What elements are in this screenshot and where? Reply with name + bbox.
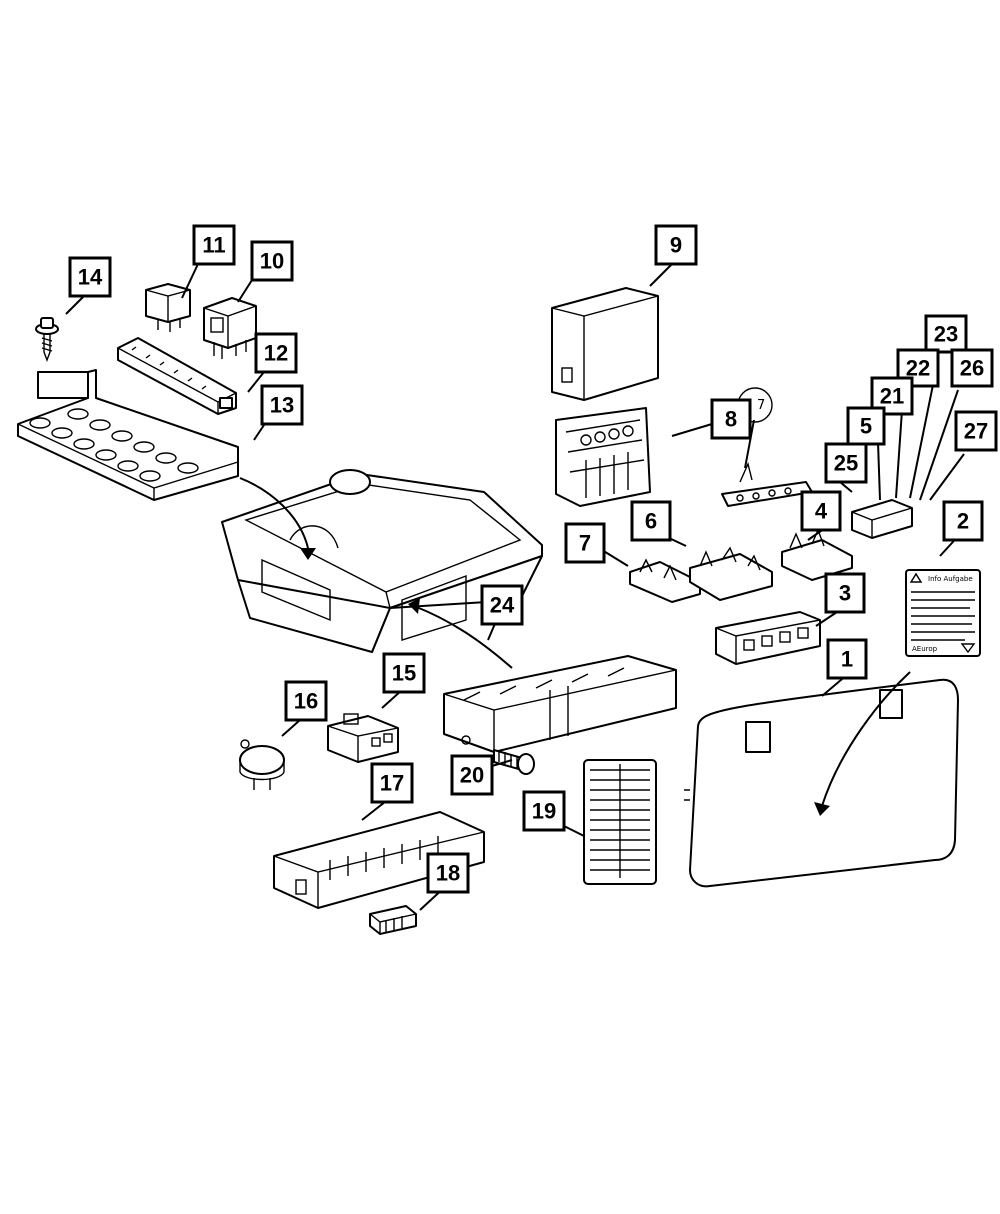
- part-11-relay: [145, 283, 191, 332]
- callout-3: 3: [824, 572, 866, 614]
- callout-22-text: 22: [906, 356, 930, 381]
- part-18-fuse: [369, 905, 417, 935]
- callout-27-text: 27: [964, 419, 988, 444]
- part-15-socket-block: [327, 713, 399, 763]
- callout-9-text: 9: [670, 233, 682, 258]
- part-7-terminal-clip: [629, 558, 701, 603]
- callout-15-text: 15: [392, 661, 416, 686]
- callout-23-text: 23: [934, 322, 958, 347]
- callout-26: 26: [950, 348, 994, 388]
- part-14-screw: [35, 317, 59, 362]
- assembly-arrows: [239, 477, 911, 816]
- part-13-bracket-plate: [17, 369, 239, 501]
- part-2-label-sheet: Info Aufgabe AEurop: [905, 569, 981, 657]
- callout-24: 24: [480, 584, 524, 626]
- callout-13: 13: [260, 384, 304, 426]
- part-8-fuse-carrier: [555, 407, 651, 507]
- part-25-module: [851, 499, 913, 539]
- callout-16-text: 16: [294, 689, 318, 714]
- callout-27: 27: [954, 410, 998, 452]
- label-sheet-footer: AEurop: [912, 645, 938, 653]
- callout-11: 11: [192, 224, 236, 266]
- callout-18: 18: [426, 852, 470, 894]
- callout-5-text: 5: [860, 414, 872, 439]
- callout-20: 20: [450, 754, 494, 796]
- callout-12-text: 12: [264, 341, 288, 366]
- callout-12: 12: [254, 332, 298, 374]
- callout-16: 16: [284, 680, 328, 722]
- callout-5: 5: [846, 406, 886, 446]
- callout-8-text: 8: [725, 407, 737, 432]
- callout-11-text: 11: [202, 233, 225, 258]
- callout-13-text: 13: [270, 393, 294, 418]
- busbar-with-circle: 7: [721, 387, 813, 507]
- callout-18-text: 18: [436, 861, 460, 886]
- callout-4: 4: [800, 490, 842, 532]
- callout-2: 2: [942, 500, 984, 542]
- callout-6-text: 6: [645, 509, 657, 534]
- callout-25-text: 25: [834, 451, 858, 476]
- callout-17: 17: [370, 762, 414, 804]
- circle-label: 7: [757, 398, 765, 413]
- part-1-lid: [684, 678, 959, 888]
- callout-26-text: 26: [960, 356, 984, 381]
- bracket-holes: [29, 408, 199, 482]
- callout-6: 6: [630, 500, 672, 542]
- callout-19-text: 19: [532, 799, 556, 824]
- part-10-relay: [203, 297, 257, 359]
- callout-2-text: 2: [957, 509, 969, 534]
- part-3-connector-block: [715, 611, 821, 665]
- callout-8: 8: [710, 398, 752, 440]
- part-20-screw: [493, 749, 535, 775]
- callout-23: 23: [924, 314, 968, 354]
- part-16-socket: [239, 739, 285, 790]
- callout-7: 7: [564, 522, 606, 564]
- part-19-fuse-cover: [583, 759, 657, 885]
- callout-17-text: 17: [380, 771, 404, 796]
- label-sheet-heading: Info Aufgabe: [928, 575, 973, 583]
- callout-14-text: 14: [78, 265, 103, 290]
- callout-19: 19: [522, 790, 566, 832]
- part-9-cover: [551, 287, 659, 401]
- main-housing-tray: [221, 469, 543, 653]
- part-17-fuse-holder: [273, 811, 485, 909]
- callout-10-text: 10: [260, 249, 284, 274]
- callout-9: 9: [654, 224, 698, 266]
- callout-15: 15: [382, 652, 426, 694]
- part-6-terminal-clip: [689, 546, 773, 601]
- callout-24-text: 24: [490, 593, 515, 618]
- callout-14: 14: [68, 256, 112, 298]
- callout-25: 25: [824, 442, 868, 484]
- callout-20-text: 20: [460, 763, 484, 788]
- callout-7-text: 7: [579, 531, 591, 556]
- callout-10: 10: [250, 240, 294, 282]
- part-24-rail-carrier: [443, 655, 677, 753]
- callout-1: 1: [826, 638, 868, 680]
- callout-1-text: 1: [841, 647, 853, 672]
- part-12-relay-strip: [117, 337, 237, 415]
- callout-21-text: 21: [880, 384, 904, 409]
- callout-4-text: 4: [815, 499, 828, 524]
- callout-3-text: 3: [839, 581, 851, 606]
